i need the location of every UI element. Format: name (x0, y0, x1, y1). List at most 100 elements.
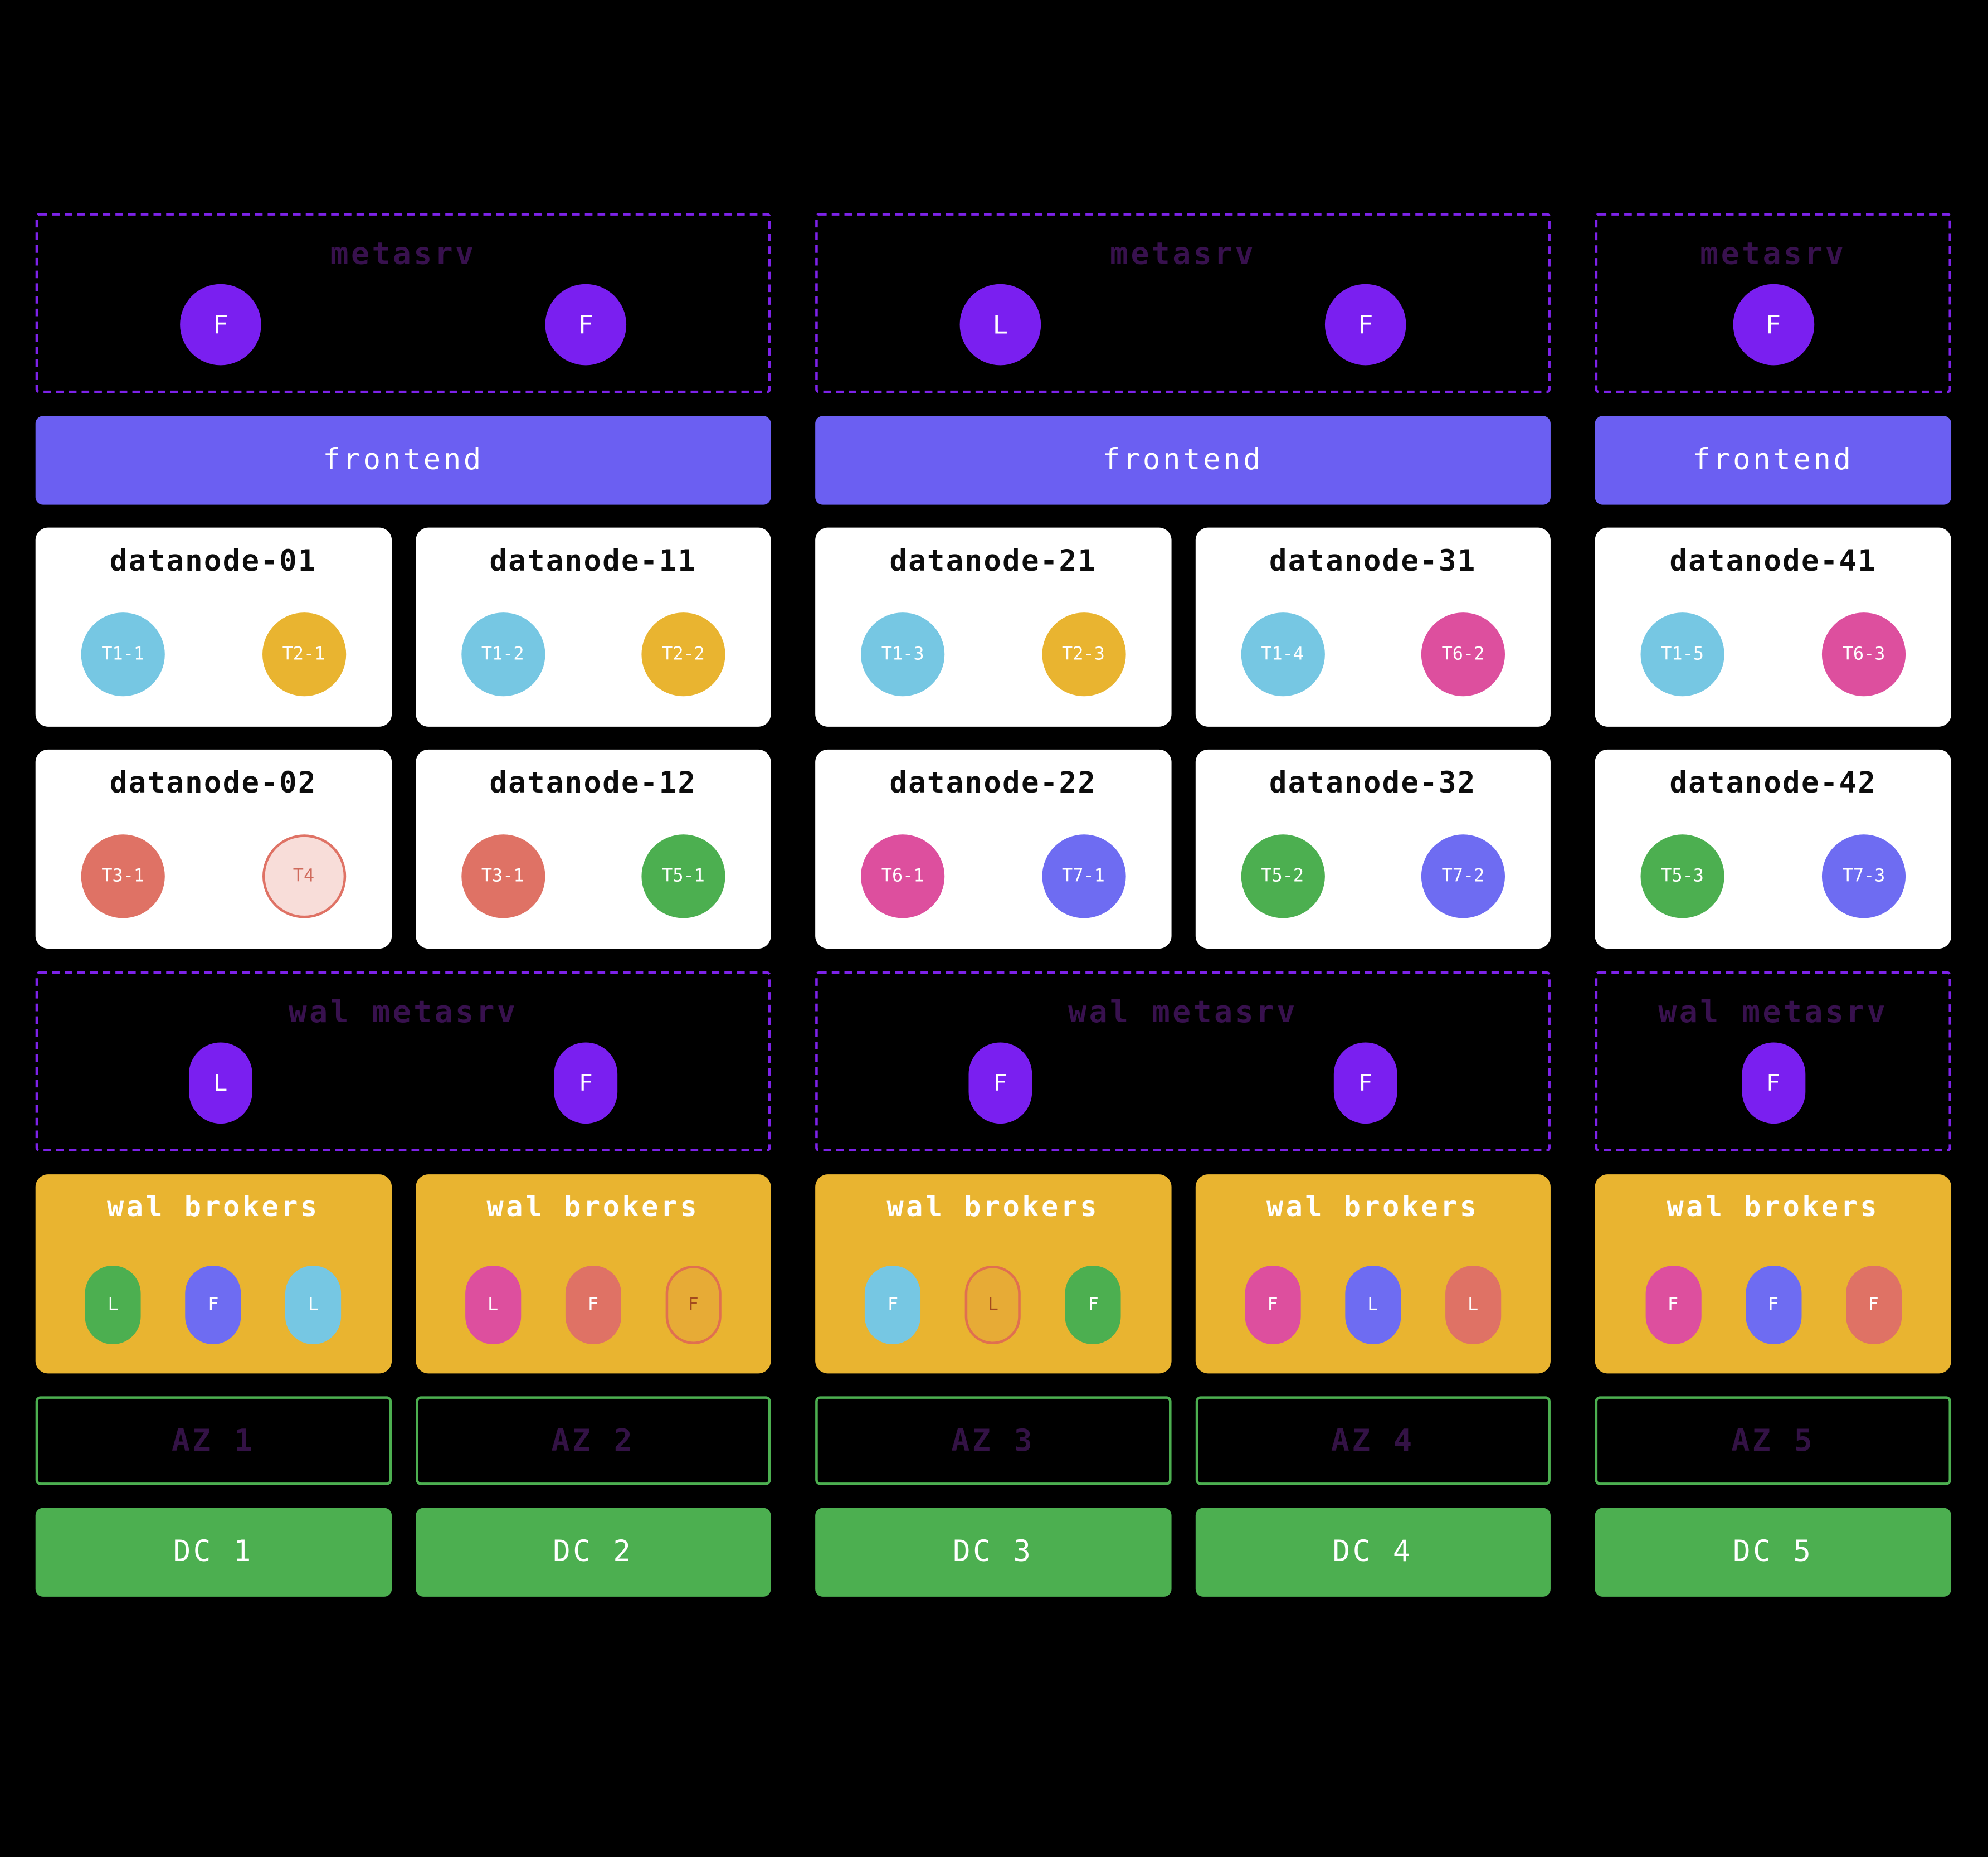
region-circle: T7-1 (1041, 834, 1125, 918)
wal-metasrv-node: L (189, 1042, 252, 1124)
wal-broker-card: wal brokers L F L (35, 1174, 391, 1374)
datanode-card: datanode-41 T1-5 T6-3 (1595, 527, 1952, 727)
datanode-card: datanode-42 T5-3 T7-3 (1595, 749, 1952, 949)
datanode-row-2: datanode-42 T5-3 T7-3 (1595, 749, 1952, 949)
wal-broker-title: wal brokers (486, 1192, 700, 1224)
partition-pill: F (865, 1265, 921, 1345)
datanode-name: datanode-42 (1669, 767, 1877, 800)
az-box: AZ 3 (815, 1396, 1171, 1485)
wal-broker-row: wal brokers F F F (1595, 1174, 1952, 1374)
datanode-card: datanode-22 T6-1 T7-1 (815, 749, 1171, 949)
region-circle: T7-3 (1821, 834, 1906, 918)
wal-metasrv-node-row: F F (818, 1042, 1548, 1124)
diagram-columns: metasrv F F frontend datanode-01 T1-1 T2… (35, 213, 1952, 1597)
metasrv-cluster-2: metasrv L F (815, 213, 1551, 393)
az-row: AZ 1 AZ 2 (35, 1396, 771, 1485)
wal-broker-row: wal brokers L F L wal brokers L F F (35, 1174, 771, 1374)
partition-pill-outlined: F (665, 1265, 722, 1345)
az-box: AZ 4 (1195, 1396, 1551, 1485)
datanode-name: datanode-11 (489, 545, 697, 579)
wal-metasrv-node: F (1333, 1042, 1397, 1124)
wal-metasrv-cluster-1: wal metasrv L F (35, 971, 771, 1152)
datanode-name: datanode-22 (889, 767, 1097, 800)
datanode-name: datanode-21 (889, 545, 1097, 579)
metasrv-cluster-3: metasrv F (1595, 213, 1952, 393)
region-circle: T3-1 (81, 834, 165, 918)
dc-box: DC 4 (1195, 1508, 1551, 1597)
wal-metasrv-node: F (554, 1042, 618, 1124)
region-circle: T5-2 (1240, 834, 1324, 918)
metasrv-node: F (545, 284, 627, 366)
az-box: AZ 5 (1595, 1396, 1952, 1485)
region-circle: T6-2 (1421, 612, 1505, 697)
region-circle: T1-4 (1240, 612, 1324, 697)
region-circle: T1-2 (461, 612, 545, 697)
region-circle: T5-3 (1640, 834, 1724, 918)
wal-metasrv-cluster-2: wal metasrv F F (815, 971, 1551, 1152)
region-circle: T2-2 (641, 612, 725, 697)
wal-broker-title: wal brokers (886, 1192, 1100, 1224)
metasrv-node-row: F F (38, 284, 768, 366)
dc-group-3: metasrv F frontend datanode-41 T1-5 T6-3… (1595, 213, 1952, 1597)
dc-box: DC 1 (35, 1508, 391, 1597)
az-row: AZ 5 (1595, 1396, 1952, 1485)
datanode-row-1: datanode-01 T1-1 T2-1 datanode-11 T1-2 T… (35, 527, 771, 727)
partition-pill: F (1065, 1265, 1122, 1345)
region-circle: T2-1 (261, 612, 346, 697)
datanode-name: datanode-01 (110, 545, 317, 579)
region-circle: T7-2 (1421, 834, 1505, 918)
region-circle: T1-5 (1640, 612, 1724, 697)
wal-metasrv-cluster-3: wal metasrv F (1595, 971, 1952, 1152)
datanode-card: datanode-11 T1-2 T2-2 (415, 527, 771, 727)
wal-broker-card: wal brokers F L F (815, 1174, 1171, 1374)
datanode-card: datanode-32 T5-2 T7-2 (1195, 749, 1551, 949)
dc-group-1: metasrv F F frontend datanode-01 T1-1 T2… (35, 213, 771, 1597)
frontend-bar: frontend (1595, 416, 1952, 505)
region-circle: T2-3 (1041, 612, 1125, 697)
datanode-card: datanode-02 T3-1 T4 (35, 749, 391, 949)
partition-pill: L (465, 1265, 521, 1345)
datanode-name: datanode-31 (1269, 545, 1477, 579)
partition-pill: F (565, 1265, 621, 1345)
az-row: AZ 3 AZ 4 (815, 1396, 1551, 1485)
partition-pill: F (1244, 1265, 1301, 1345)
metasrv-node: F (1732, 284, 1814, 366)
datanode-card: datanode-01 T1-1 T2-1 (35, 527, 391, 727)
partition-pill: L (1344, 1265, 1401, 1345)
wal-broker-title: wal brokers (107, 1192, 320, 1224)
datanode-row-2: datanode-02 T3-1 T4 datanode-12 T3-1 T5-… (35, 749, 771, 949)
metasrv-title: metasrv (330, 236, 476, 271)
datanode-card: datanode-12 T3-1 T5-1 (415, 749, 771, 949)
datanode-name: datanode-32 (1269, 767, 1477, 800)
partition-pill: F (1745, 1265, 1801, 1345)
wal-broker-title: wal brokers (1667, 1192, 1880, 1224)
partition-pill: F (1645, 1265, 1701, 1345)
region-circle: T3-1 (461, 834, 545, 918)
partition-pill: L (85, 1265, 142, 1345)
wal-broker-title: wal brokers (1266, 1192, 1479, 1224)
wal-metasrv-title: wal metasrv (1068, 994, 1298, 1030)
datanode-row-2: datanode-22 T6-1 T7-1 datanode-32 T5-2 T… (815, 749, 1551, 949)
wal-metasrv-node-row: F (1597, 1042, 1948, 1124)
datanode-name: datanode-41 (1669, 545, 1877, 579)
datanode-card: datanode-21 T1-3 T2-3 (815, 527, 1171, 727)
datanode-card: datanode-31 T1-4 T6-2 (1195, 527, 1551, 727)
frontend-bar: frontend (35, 416, 771, 505)
region-circle: T1-1 (81, 612, 165, 697)
datanode-name: datanode-02 (110, 767, 317, 800)
az-box: AZ 2 (415, 1396, 771, 1485)
wal-metasrv-title: wal metasrv (1658, 994, 1888, 1030)
wal-broker-card: wal brokers L F F (415, 1174, 771, 1374)
partition-pill: F (185, 1265, 241, 1345)
dc-row: DC 1 DC 2 (35, 1508, 771, 1597)
datanode-row-1: datanode-41 T1-5 T6-3 (1595, 527, 1952, 727)
dc-group-2: metasrv L F frontend datanode-21 T1-3 T2… (815, 213, 1551, 1597)
region-circle: T6-3 (1821, 612, 1906, 697)
wal-metasrv-node-row: L F (38, 1042, 768, 1124)
metasrv-node: F (180, 284, 261, 366)
wal-metasrv-node: F (968, 1042, 1032, 1124)
metasrv-title: metasrv (1110, 236, 1256, 271)
metasrv-title: metasrv (1700, 236, 1846, 271)
